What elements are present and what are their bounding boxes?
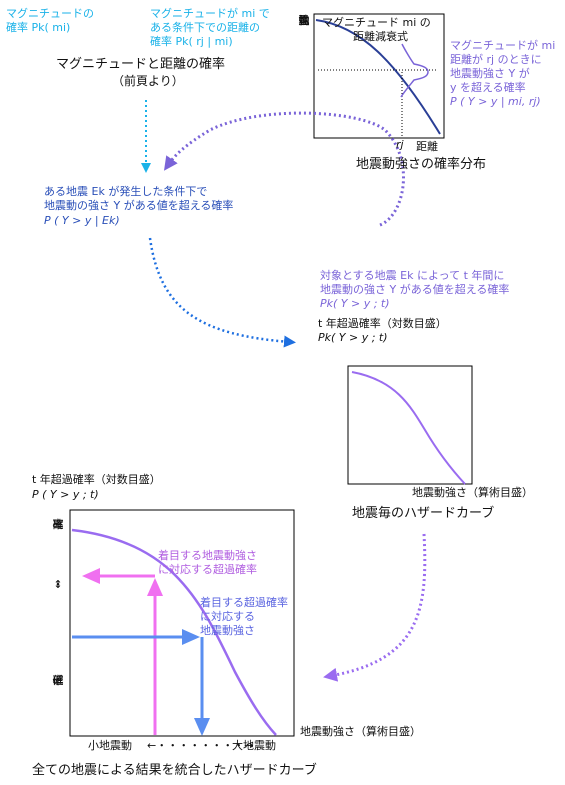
exceedance-annotation-line5: P ( Y > y | mi, rj) [450,95,541,108]
probability-distribution-curve [400,43,429,98]
hazard-x-label: 地震動強さ（算術目盛） [412,486,533,499]
blue-annotation-line1: 着目する超過確率 [200,596,288,609]
attenuation-formula-line2: 距離減衰式 [353,30,408,43]
intensity-distribution-caption: 地震動強さの確率分布 [356,157,487,172]
probability-range-char: ↓ [53,578,63,591]
probability-range-char: ・ [52,578,64,591]
violet-dotted-arrow [323,533,427,682]
distance-axis-label: 距離 [416,140,438,153]
combined-y-label-line1: t 年超過確率（対数目盛） [32,473,161,486]
conditional-distance-line1: マグニチュードが mi で [150,7,270,20]
combined-hazard-curve [71,528,277,736]
magnitude-probability-line1: マグニチュードの [6,7,94,20]
low-probability-char: 率 [52,674,64,687]
exceedance-annotation-line3: 地震動強さ Y が [450,67,530,80]
high-probability-char: 確 [52,518,64,531]
attenuation-curve [315,19,441,135]
attenuation-y-label-char: 動 [298,14,310,27]
attenuation-formula-line1: マグニチュード mi の [322,16,431,29]
combined-y-label-line2: P ( Y > y ; t) [32,488,99,501]
blue-annotation-line3: 地震動強さ [200,624,255,637]
conditional-exceedance-line2: 地震動の強さ Y がある値を超える確率 [44,199,234,212]
attenuation-y-label-char: さ [298,14,310,27]
exceedance-annotation-line2: 距離が rj のときに [450,53,542,66]
per-earthquake-hazard-caption: 地震毎のハザードカーブ [352,506,495,521]
hazard-y-label-line1: t 年超過確率（対数目盛） [318,317,447,330]
probability-range-char: ↑ [53,578,63,591]
conditional-distance-line2: ある条件下での距離の [150,21,260,34]
previous-page-note: （前頁より） [112,74,184,88]
integrated-hazard-caption: 全ての地震による結果を統合したハザードカーブ [32,763,317,778]
rj-axis-label: rj [396,138,404,151]
combined-hazard-chart-frame [69,509,295,737]
pink-annotation-line1: 着目する地震動強さ [158,549,257,562]
high-probability-char: 率 [52,518,64,531]
magnitude-probability-line2: 確率 Pk( mi) [6,21,71,34]
exceedance-annotation-line4: y を超える確率 [450,81,526,94]
magnitude-distance-title: マグニチュードと距離の確率 [56,57,226,72]
probability-range-char: ・ [52,578,64,591]
large-earthquake-label: 大地震動 [232,739,276,752]
attenuation-chart-frame [313,13,445,139]
combined-x-label: 地震動強さ（算術目盛） [300,725,421,738]
hazard-curve-per-earthquake [351,371,466,485]
target-exceedance-line3: Pk( Y > y ; t) [320,297,390,310]
conditional-exceedance-line3: P ( Y > y | Ek) [44,214,120,227]
conditional-exceedance-line1: ある地震 Ek が発生した条件下で [44,185,208,198]
attenuation-y-label-char: 強 [298,14,310,27]
conditional-distance-line3: 確率 Pk( rj | mi) [150,35,233,48]
high-probability-char: 高 [52,518,64,531]
target-exceedance-line1: 対象とする地震 Ek によって t 年間に [320,269,505,282]
hazard-y-label-line2: Pk( Y > y ; t) [318,331,388,344]
small-earthquake-label: 小地震動 [88,739,132,752]
target-exceedance-line2: 地震動の強さ Y がある値を超える確率 [320,283,510,296]
low-probability-char: 低 [52,674,64,687]
blue-dotted-arrow [148,237,296,348]
intensity-range-arrow: ←・・・・・・・・→ [147,739,254,752]
purple-dotted-curve-arrow [163,111,405,227]
pink-annotation-line2: に対応する超過確率 [158,563,257,576]
probability-range-char: ・ [52,578,64,591]
low-probability-char: 確 [52,674,64,687]
attenuation-y-label-char: 地 [298,14,310,27]
hazard-curve-chart-frame [347,365,473,485]
attenuation-y-label-char: 震 [298,14,310,27]
blue-annotation-line2: に対応する [200,610,255,623]
exceedance-annotation-line1: マグニチュードが mi [450,39,556,52]
